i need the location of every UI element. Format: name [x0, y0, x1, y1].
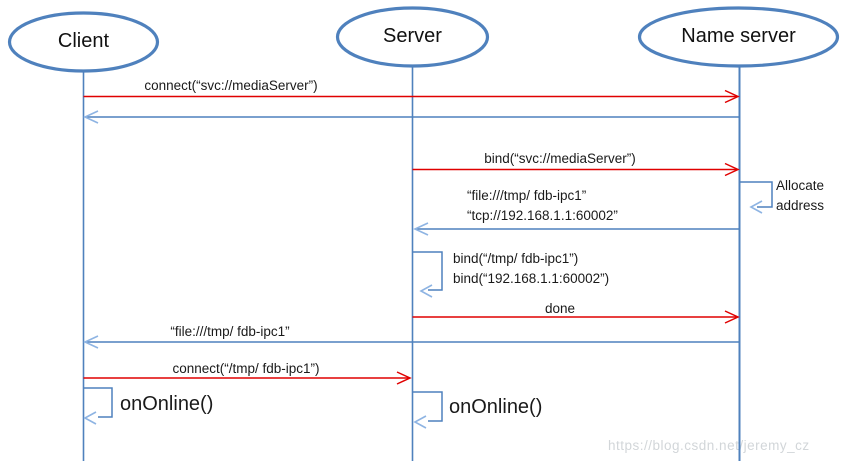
server-ononline-self-loop — [413, 391, 443, 422]
message-done: done — [544, 301, 576, 316]
message-file-to-client: “file:///tmp/ fdb-ipc1” — [170, 324, 290, 339]
arrow-connect-reply-head — [83, 110, 99, 124]
arrow-address-reply-head — [413, 222, 429, 236]
message-connect-tmp: connect(“/tmp/ fdb-ipc1”) — [172, 361, 320, 376]
client-actor-ellipse — [7, 11, 160, 73]
message-allocate-address: Allocate address — [776, 176, 824, 216]
message-ononline-client: onOnline() — [120, 393, 214, 415]
server-actor-ellipse — [335, 6, 490, 68]
name-server-actor-ellipse — [637, 6, 840, 68]
message-allocate-line1: Allocate — [776, 178, 825, 193]
server-bind-self-loop-head — [419, 284, 433, 298]
message-reply-file: “file:///tmp/ fdb-ipc1” — [467, 188, 587, 203]
arrow-connect-tmp-head — [396, 371, 412, 385]
message-address-reply: “file:///tmp/ fdb-ipc1” “tcp://192.168.1… — [467, 186, 618, 226]
arrow-done-head — [724, 310, 740, 324]
server-ononline-self-loop-head — [413, 415, 427, 429]
arrow-file-to-client-head — [83, 335, 99, 349]
name-server-actor-label: Name server — [681, 25, 796, 47]
name-server-self-loop-head — [749, 200, 763, 214]
message-ononline-server: onOnline() — [449, 396, 543, 418]
watermark-text: https://blog.csdn.net/jeremy_cz — [608, 438, 810, 453]
client-actor-label: Client — [57, 30, 110, 52]
client-ononline-self-loop — [84, 387, 113, 418]
server-actor-label: Server — [383, 25, 442, 47]
server-bind-self-loop — [413, 251, 443, 291]
message-bind-tmp: bind(“/tmp/ fdb-ipc1”) — [453, 251, 579, 266]
message-bind-svc: bind(“svc://mediaServer”) — [484, 151, 636, 166]
name-server-self-loop — [740, 181, 773, 208]
message-bind-local: bind(“/tmp/ fdb-ipc1”) bind(“192.168.1.1… — [453, 249, 609, 289]
message-allocate-line2: address — [776, 198, 825, 213]
message-connect-svc: connect(“svc://mediaServer”) — [144, 78, 318, 93]
arrow-connect-svc-head — [724, 89, 740, 104]
client-ononline-self-loop-head — [83, 411, 97, 425]
message-bind-ip: bind(“192.168.1.1:60002”) — [453, 271, 610, 286]
arrow-bind-svc-head — [724, 162, 740, 177]
message-reply-tcp: “tcp://192.168.1.1:60002” — [467, 208, 618, 223]
